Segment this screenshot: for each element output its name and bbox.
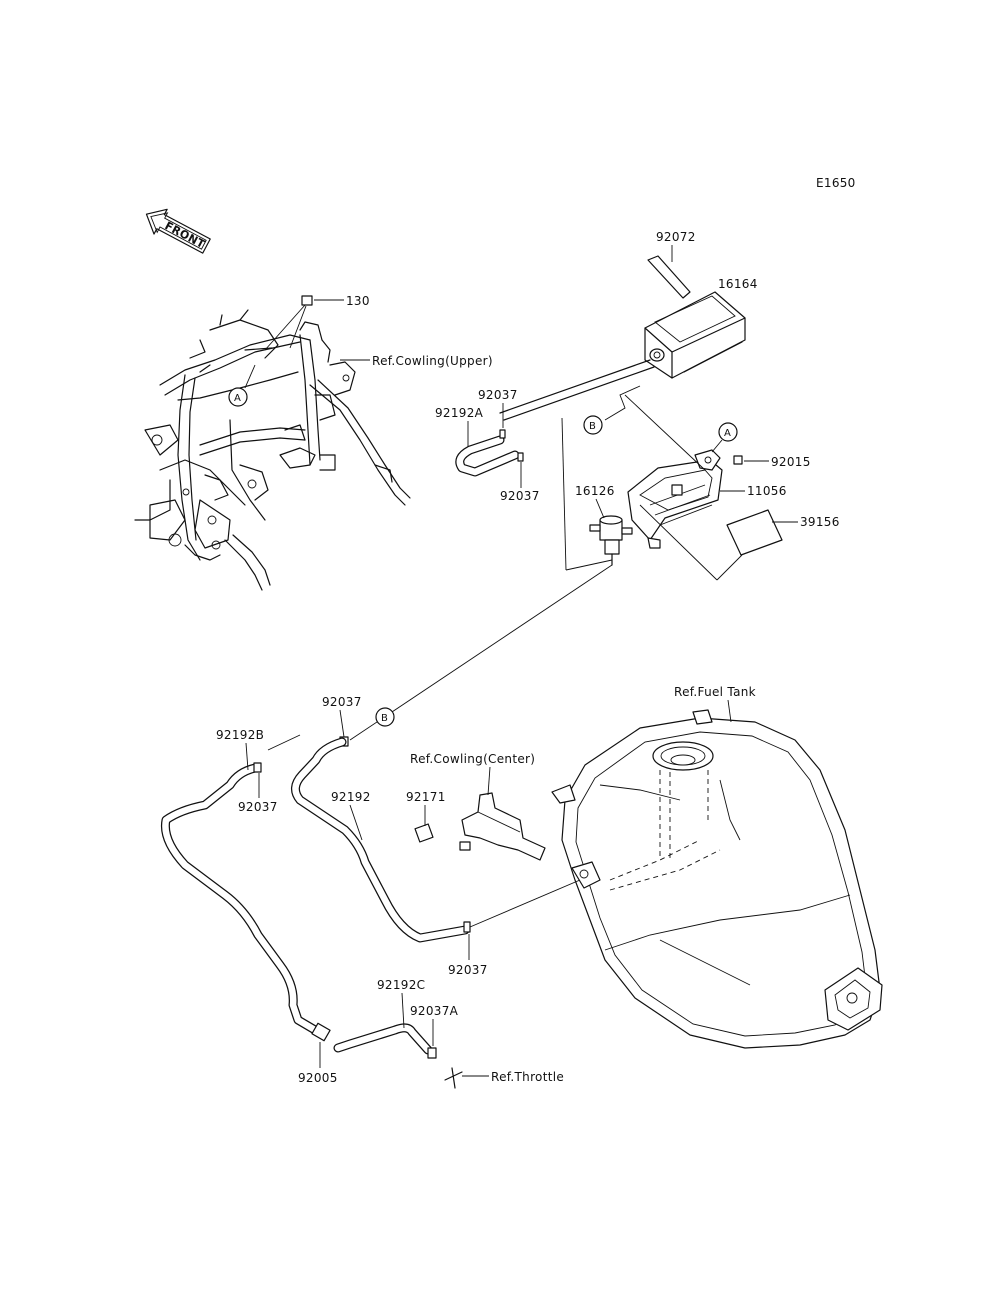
ref-fuel-tank-label: Ref.Fuel Tank: [674, 685, 756, 699]
part-39156-label: 39156: [800, 515, 840, 529]
part-92037-bottom-label: 92037: [448, 963, 488, 977]
strap-92072: [647, 255, 691, 299]
canister-16164: [644, 291, 746, 379]
marker-b-lower: B: [381, 713, 388, 724]
part-92192-label: 92192: [331, 790, 371, 804]
throttle-fitting: [444, 1067, 463, 1089]
part-92015-label: 92015: [771, 455, 811, 469]
marker-b-upper: B: [589, 421, 596, 432]
part-92171-label: 92171: [406, 790, 446, 804]
part-92072-label: 92072: [656, 230, 696, 244]
part-11056-label: 11056: [747, 484, 787, 498]
part-92037-b-label: 92037: [322, 695, 362, 709]
part-92037-top-label: 92037: [478, 388, 518, 402]
part-92037-mid-label: 92037: [500, 489, 540, 503]
part-92037A-label: 92037A: [410, 1004, 459, 1018]
part-16164-label: 16164: [718, 277, 758, 291]
label-39156: [726, 509, 783, 556]
connector-92005: [311, 1022, 331, 1042]
marker-a-bracket: A: [724, 428, 731, 439]
fuel-tank: [551, 709, 883, 1049]
ref-throttle-label: Ref.Throttle: [491, 1070, 564, 1084]
part-130-label: 130: [346, 294, 370, 308]
part-92005-label: 92005: [298, 1071, 338, 1085]
front-arrow-icon: FRONT: [145, 208, 211, 254]
frame-assembly: A: [134, 295, 411, 591]
part-92037-left-label: 92037: [238, 800, 278, 814]
bracket-cowling-center: [459, 792, 546, 861]
ref-cowling-center-label: Ref.Cowling(Center): [410, 752, 535, 766]
ref-cowling-upper-label: Ref.Cowling(Upper): [372, 354, 493, 368]
bracket-11056: [627, 449, 723, 549]
part-92192A-label: 92192A: [435, 406, 484, 420]
clip-92171: [414, 823, 434, 843]
part-92192C-label: 92192C: [377, 978, 425, 992]
diagram-code: E1650: [816, 176, 856, 190]
part-16126-label: 16126: [575, 484, 615, 498]
part-92192B-label: 92192B: [216, 728, 264, 742]
solenoid-valve-16126: [589, 515, 633, 566]
marker-a-frame: A: [234, 393, 241, 404]
